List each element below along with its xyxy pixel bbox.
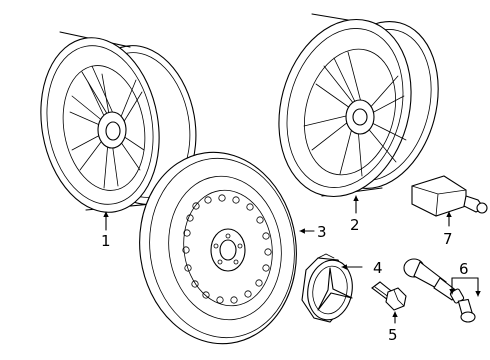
callout-4: 4 [373, 259, 383, 277]
callout-5: 5 [388, 326, 398, 344]
callout-7: 7 [443, 230, 453, 248]
callout-3: 3 [317, 223, 327, 241]
leader-lines [103, 195, 481, 324]
callout-2: 2 [350, 216, 360, 234]
callout-6: 6 [459, 260, 469, 278]
tpms-sensor-part-7 [411, 175, 488, 217]
lug-bolt-part-5 [371, 281, 407, 311]
callout-labels: 1 2 3 4 5 6 7 [101, 216, 469, 344]
center-cap-part-4 [301, 253, 353, 323]
spare-wheel-part-3 [139, 151, 297, 345]
callout-1: 1 [101, 232, 111, 250]
wheel-part-2 [278, 13, 439, 198]
wheel-part-1 [40, 31, 197, 213]
